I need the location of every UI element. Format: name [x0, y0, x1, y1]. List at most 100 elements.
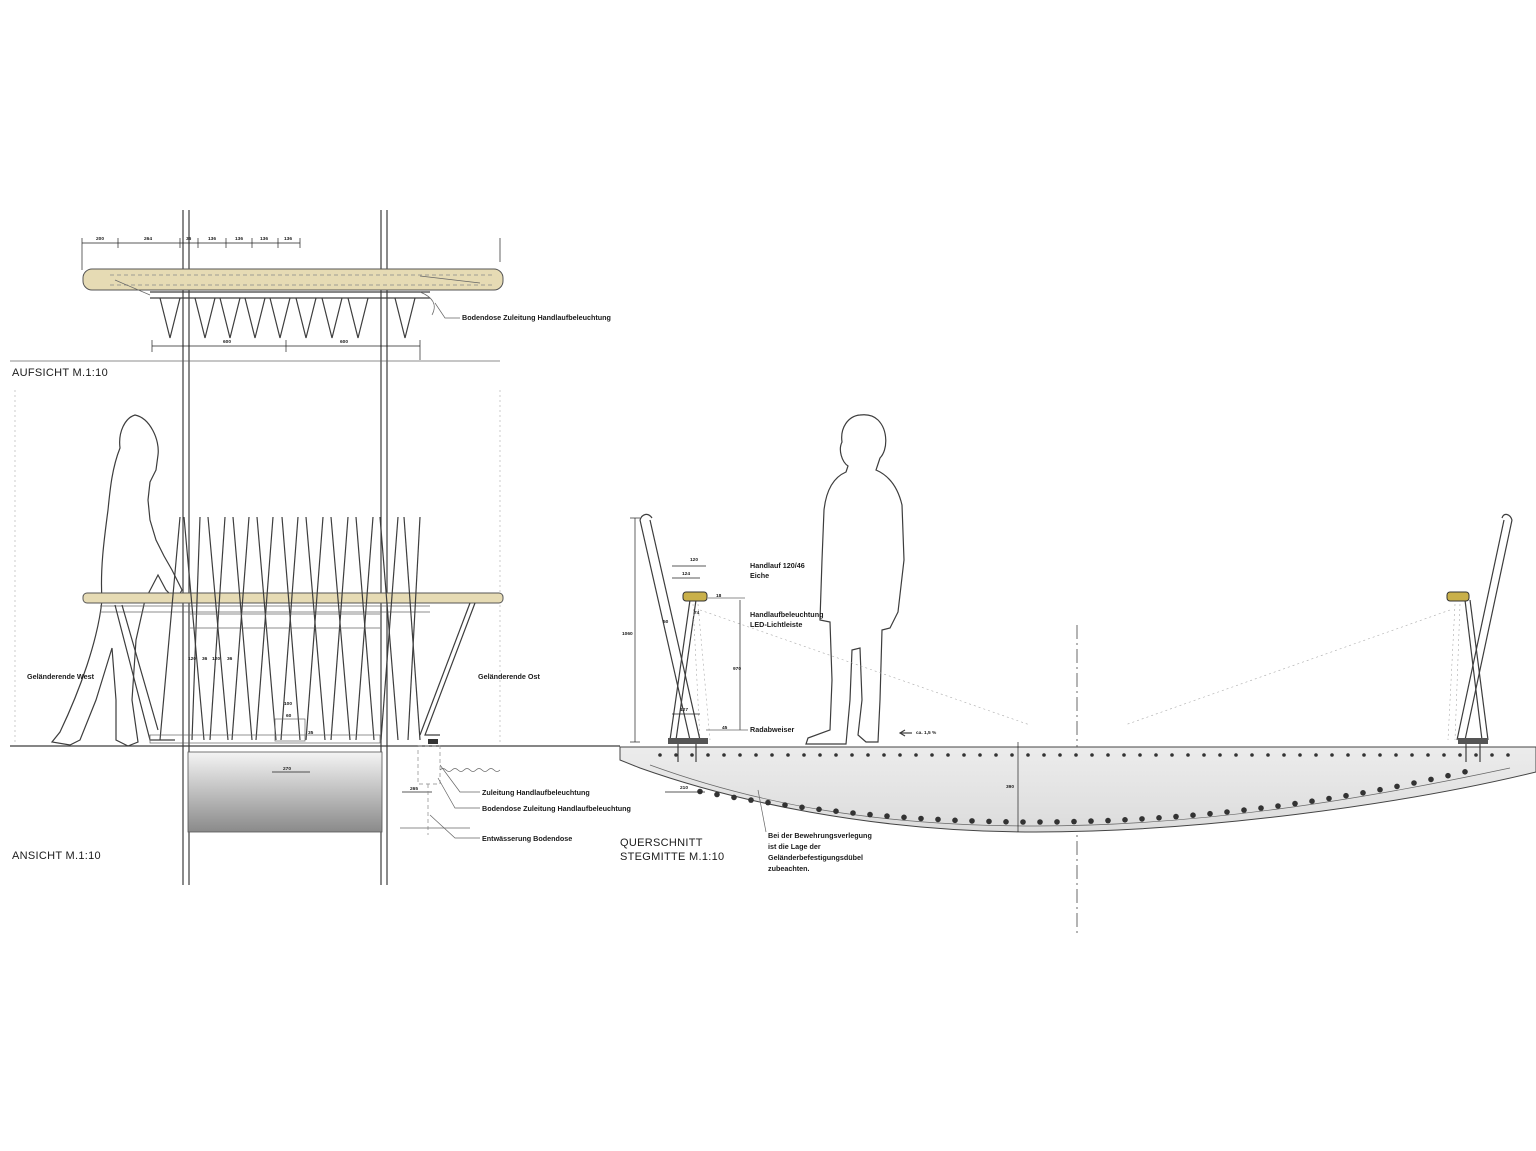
left-railing	[639, 513, 711, 762]
note-bodendose-bottom: Bodendose Zuleitung Handlaufbeleuchtung	[482, 804, 631, 813]
title-ansicht: ANSICHT M.1:10	[12, 850, 101, 862]
rebar-dot-top	[1410, 753, 1414, 757]
rebar-dot-top	[1506, 753, 1510, 757]
rebar-dot-top	[1250, 753, 1254, 757]
top-dimension-chain: 200 264 36 136 136 136 136	[81, 236, 501, 270]
rebar-dot-top	[1282, 753, 1286, 757]
rebar-dot-bottom	[1394, 783, 1400, 790]
dim-124: 124	[682, 571, 690, 577]
rebar-dot-bottom	[1224, 809, 1230, 815]
note-slope: ca. 1,5 %	[916, 730, 937, 736]
rebar-dot-bottom	[1207, 810, 1213, 817]
rebar-dot-top	[1346, 753, 1350, 757]
rebar-dot-top	[1138, 753, 1142, 757]
title-aufsicht: AUFSICHT M.1:10	[12, 367, 108, 379]
rebar-dot-top	[770, 753, 774, 757]
rebar-dot-top	[1090, 753, 1094, 757]
dim-600-a: 600	[223, 339, 231, 345]
rebar-dot-top	[1042, 753, 1046, 757]
rebar-dot-top	[1394, 753, 1398, 757]
note-beleuchtung-2: LED-Lichtleiste	[750, 620, 802, 629]
title-querschnitt-1: QUERSCHNITT	[620, 837, 703, 849]
handrail-section-left	[682, 591, 708, 602]
rebar-dot-top	[1298, 753, 1302, 757]
rebar-dot-top	[658, 753, 662, 757]
rebar-dot-top	[706, 753, 710, 757]
title-querschnitt-2: STEGMITTE M.1:10	[620, 851, 724, 863]
rebar-dot-bottom	[782, 802, 788, 808]
rebar-dot-top	[1314, 753, 1318, 757]
rebar-dot-bottom	[1190, 812, 1196, 818]
rebar-dot-bottom	[1275, 803, 1281, 809]
section-dimensions: 1060 120 124 18 74 50 970 127 45 210 390	[622, 517, 1019, 832]
rebar-dot-bottom	[833, 808, 839, 814]
dim-390: 390	[1006, 784, 1014, 790]
rebar-dot-bottom	[969, 818, 975, 824]
right-railing	[1446, 513, 1513, 762]
dim-120-a: 120	[188, 656, 196, 662]
woman-silhouette	[50, 414, 183, 747]
rebar-dot-bottom	[1173, 813, 1179, 820]
rebar-dot-bottom	[1309, 798, 1315, 804]
dim-60: 60	[286, 713, 292, 719]
rebar-dot-top	[866, 753, 870, 757]
rebar-dot-bottom	[748, 797, 754, 803]
rebar-dot-top	[1170, 753, 1174, 757]
rebar-dot-top	[978, 753, 982, 757]
rebar-dot-top	[1026, 753, 1030, 757]
rebar-dot-bottom	[952, 817, 958, 824]
rebar-dot-top	[1186, 753, 1190, 757]
note-entwaesserung: Entwässerung Bodendose	[482, 834, 572, 843]
dim-127: 127	[680, 707, 688, 713]
rebar-dot-top	[1074, 753, 1078, 757]
left-drawing: 200 264 36 136 136 136 136	[10, 210, 631, 885]
rebar-dot-bottom	[1054, 819, 1060, 825]
rebar-dot-top	[946, 753, 950, 757]
rebar-dot-bottom	[935, 816, 941, 823]
deck-section	[619, 746, 1536, 833]
dim-45: 45	[722, 725, 728, 731]
dim-18: 18	[716, 593, 722, 599]
ansicht-elevation: 120 36 120 36 100 60 35 270 265 Zuleitun…	[10, 390, 631, 862]
rebar-dot-bottom	[1326, 795, 1332, 802]
rebar-dot-bottom	[918, 815, 924, 822]
rebar-dot-bottom	[1020, 819, 1026, 825]
rebar-dot-top	[1106, 753, 1110, 757]
rebar-dot-top	[722, 753, 726, 757]
dim-74: 74	[694, 610, 700, 616]
dim-120-b: 120	[212, 656, 220, 662]
rebar-dot-top	[914, 753, 918, 757]
dim-120-section: 120	[690, 557, 698, 563]
rebar-dot-top	[898, 753, 902, 757]
rebar-dot-bottom	[1343, 792, 1349, 799]
rebar-dot-bottom	[901, 814, 907, 821]
rebar-dot-top	[1442, 753, 1446, 757]
dim-36: 36	[186, 236, 192, 242]
rebar-dot-top	[930, 753, 934, 757]
handrail-elevation	[82, 592, 504, 604]
rebar-dot-bottom	[714, 791, 720, 798]
elevation-balusters	[159, 516, 421, 741]
dim-136-a: 136	[208, 236, 216, 242]
dim-136-b: 136	[235, 236, 243, 242]
dim-200: 200	[96, 236, 104, 242]
note-beleuchtung-1: Handlaufbeleuchtung	[750, 610, 823, 619]
rebar-dot-top	[738, 753, 742, 757]
rebar-dot-bottom	[1088, 818, 1094, 824]
rebar-dot-bottom	[697, 788, 703, 795]
rebar-dot-top	[1458, 753, 1462, 757]
rebar-dot-bottom	[1428, 776, 1434, 783]
rebar-dot-bottom	[867, 811, 873, 818]
dim-1060: 1060	[622, 631, 633, 637]
rebar-dot-top	[1234, 753, 1238, 757]
rebar-dot-top	[1490, 753, 1494, 757]
rebar-dot-bottom	[1462, 769, 1468, 775]
note-radabweiser: Radabweiser	[750, 725, 795, 734]
note-bewehrung-2: ist die Lage der	[768, 842, 821, 851]
rebar-dot-top	[802, 753, 806, 757]
note-bodendose-top: Bodendose Zuleitung Handlaufbeleuchtung	[462, 313, 611, 322]
plan-balusters	[159, 297, 416, 339]
dim-970: 970	[733, 666, 741, 672]
dim-264: 264	[144, 236, 152, 242]
